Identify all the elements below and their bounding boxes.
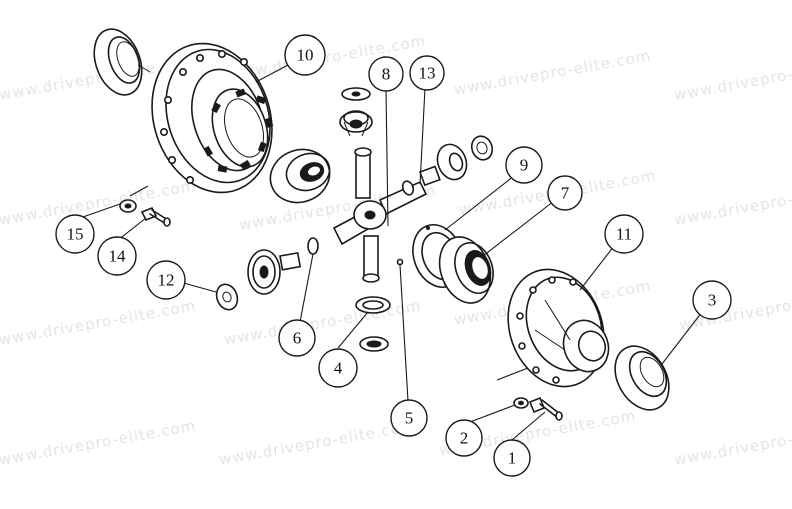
differential-spider bbox=[332, 147, 428, 283]
watermark-text: www.drivepro-elite.com bbox=[0, 297, 198, 349]
callout-14: 14 bbox=[97, 236, 137, 276]
callout-12: 12 bbox=[146, 260, 186, 300]
callout-label-9: 9 bbox=[520, 156, 529, 175]
thrust-washer-4 bbox=[355, 296, 391, 352]
thrust-washer-12 bbox=[215, 283, 239, 311]
callout-13: 13 bbox=[409, 55, 445, 91]
watermark-text: www.drivepro-elite.com bbox=[673, 417, 792, 469]
callout-label-6: 6 bbox=[293, 329, 302, 348]
watermark-text: www.drivepro-elite.com bbox=[0, 417, 198, 469]
washer-15 bbox=[119, 199, 137, 213]
callout-11: 11 bbox=[604, 214, 644, 254]
callout-label-12: 12 bbox=[158, 271, 175, 290]
callout-label-3: 3 bbox=[708, 291, 717, 310]
callout-label-13: 13 bbox=[419, 64, 436, 83]
watermark-text: www.drivepro-elite.com bbox=[673, 52, 792, 104]
callout-7: 7 bbox=[547, 175, 583, 211]
bearing-cone-10b bbox=[269, 148, 331, 204]
bolt-1 bbox=[528, 396, 563, 421]
pinion-gear-8 bbox=[339, 87, 373, 137]
differential-case-11 bbox=[507, 268, 610, 388]
bolt-14 bbox=[140, 206, 171, 227]
callout-label-4: 4 bbox=[334, 359, 343, 378]
pin-5 bbox=[396, 258, 404, 266]
watermark-text: www.drivepro-elite.com bbox=[223, 297, 423, 349]
callout-label-5: 5 bbox=[405, 409, 414, 428]
watermark-text: www.drivepro-elite.com bbox=[673, 177, 792, 229]
ring-gear-10 bbox=[151, 42, 274, 194]
callout-label-2: 2 bbox=[460, 429, 469, 448]
pinion-gear-13 bbox=[401, 135, 494, 196]
callout-10: 10 bbox=[284, 34, 326, 76]
callout-5: 5 bbox=[390, 399, 428, 437]
callout-label-11: 11 bbox=[616, 225, 632, 244]
callout-label-7: 7 bbox=[561, 184, 570, 203]
watermark-text: www.drivepro-elite.com bbox=[218, 417, 418, 469]
callout-3: 3 bbox=[692, 280, 732, 320]
callout-6: 6 bbox=[278, 319, 316, 357]
callout-label-10: 10 bbox=[297, 46, 314, 65]
bearing-cup-3 bbox=[614, 345, 670, 411]
leader-lines bbox=[79, 56, 703, 441]
side-gear-6 bbox=[247, 237, 319, 295]
callout-label-1: 1 bbox=[508, 449, 517, 468]
watermark-text: www.drivepro-elite.com bbox=[453, 47, 653, 99]
callout-label-14: 14 bbox=[109, 247, 127, 266]
washer-2 bbox=[513, 397, 529, 409]
callout-label-8: 8 bbox=[382, 65, 391, 84]
callout-4: 4 bbox=[318, 348, 358, 388]
bearing-7 bbox=[438, 236, 494, 304]
callout-2: 2 bbox=[445, 419, 483, 457]
callout-8: 8 bbox=[368, 56, 404, 92]
callout-label-15: 15 bbox=[67, 225, 84, 244]
callout-15: 15 bbox=[55, 214, 95, 254]
callout-9: 9 bbox=[505, 146, 543, 184]
callout-1: 1 bbox=[493, 439, 531, 477]
bearing-cup-10a bbox=[93, 28, 151, 96]
